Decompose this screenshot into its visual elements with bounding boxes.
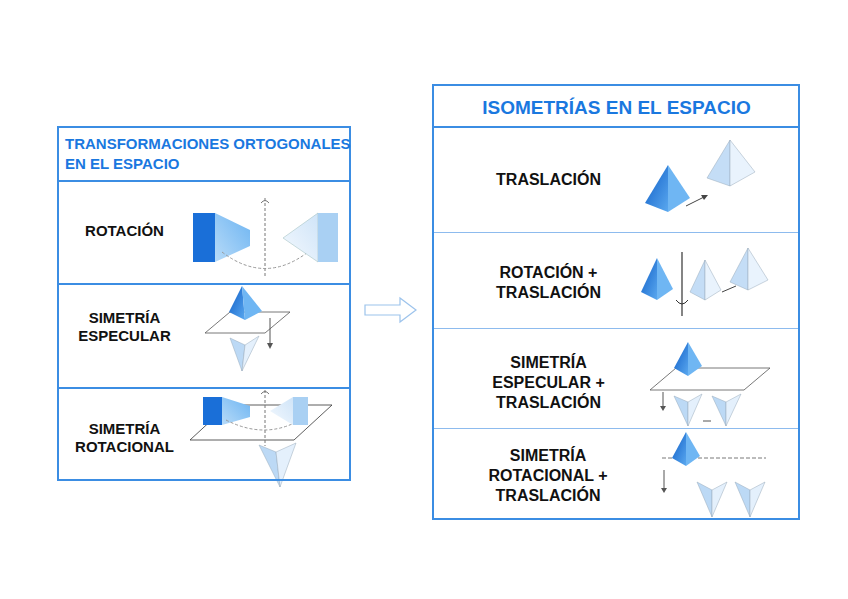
row-label: TRASLACIÓN	[495, 170, 602, 190]
row-label: SIMETRÍA ESPECULAR + TRASLACIÓN	[491, 353, 606, 413]
row-box: ROTACIÓN + TRASLACIÓN	[434, 232, 798, 328]
row-label: SIMETRÍA ROTACIONAL	[74, 420, 175, 456]
rotoreflection-glide-figure	[661, 432, 766, 517]
panel-heading: TRANSFORMACIONES ORTOGONALES EN EL ESPAC…	[65, 134, 351, 174]
row-box: TRASLACIÓN	[434, 126, 798, 232]
row-box: SIMETRÍA ROTACIONAL + TRASLACIÓN	[434, 428, 798, 520]
row-box: SIMETRÍA ESPECULAR	[59, 283, 349, 387]
translation-figure	[645, 140, 755, 212]
panel: ISOMETRÍAS EN EL ESPACIO TRASLACIÓN ROTACI…	[432, 84, 800, 520]
screw-figure	[641, 248, 768, 316]
row-box: SIMETRÍA ROTACIONAL	[59, 387, 349, 479]
rotoreflection-figure	[190, 390, 332, 487]
panel: TRANSFORMACIONES ORTOGONALES EN EL ESPAC…	[57, 126, 351, 481]
hollow-arrow	[365, 298, 416, 322]
panel-heading: ISOMETRÍAS EN EL ESPACIO	[481, 97, 752, 119]
mirror-figure	[205, 286, 290, 371]
row-box: ROTACIÓN	[59, 180, 349, 283]
row-label: ROTACIÓN	[84, 222, 165, 240]
row-label: ROTACIÓN + TRASLACIÓN	[495, 263, 602, 303]
rotation-figure	[193, 198, 338, 276]
row-label: SIMETRÍA ESPECULAR	[77, 309, 172, 345]
glide-figure	[650, 342, 770, 426]
row-box: SIMETRÍA ESPECULAR + TRASLACIÓN	[434, 328, 798, 428]
row-label: SIMETRÍA ROTACIONAL + TRASLACIÓN	[487, 446, 609, 506]
